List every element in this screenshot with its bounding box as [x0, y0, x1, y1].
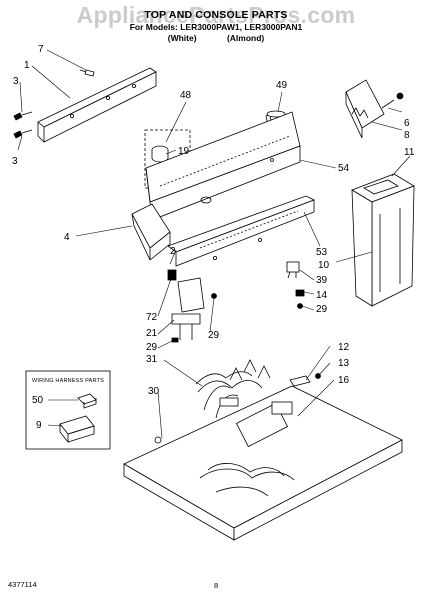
console-panel-drawing: [145, 111, 301, 221]
rear-bracket-drawing: [37, 67, 157, 143]
callout-19: 19: [178, 146, 190, 157]
page-number: 8: [214, 581, 219, 590]
color-variants: (White) (Almond): [0, 33, 432, 43]
control-housing-drawing: [351, 173, 415, 307]
leader-lines: [17, 49, 411, 439]
lower-rail-drawing: [167, 195, 315, 267]
wiring-harness-drawing: [195, 359, 271, 419]
inset-parts-drawing: [59, 393, 97, 444]
callout-8: 8: [404, 130, 410, 141]
top-panel-drawing: [123, 385, 403, 541]
callout-21: 21: [146, 328, 158, 339]
callout-3-lower: 3: [12, 156, 18, 167]
callout-6: 6: [404, 118, 410, 129]
bracket-and-transformer-drawing: [167, 269, 217, 343]
inset-callout-9: 9: [36, 420, 42, 431]
screw-drawings-left: [13, 69, 95, 139]
diagram-title: TOP AND CONSOLE PARTS: [144, 9, 288, 21]
callout-2: 2: [170, 246, 176, 257]
callout-3-upper: 3: [13, 76, 19, 87]
callout-48: 48: [180, 90, 192, 101]
callout-10: 10: [318, 260, 330, 271]
callout-14: 14: [316, 290, 328, 301]
callout-49: 49: [276, 80, 288, 91]
variant-almond: (Almond): [226, 33, 265, 43]
callout-29-left: 29: [146, 342, 158, 353]
callout-31: 31: [146, 354, 158, 365]
model-numbers: For Models: LER3000PAW1, LER3000PAN1: [129, 22, 303, 32]
callout-7: 7: [38, 44, 44, 55]
callout-54: 54: [338, 163, 350, 174]
callout-53: 53: [316, 247, 328, 258]
callout-72: 72: [146, 312, 158, 323]
end-cap-left-drawing: [131, 203, 171, 261]
switch-39-drawing: [286, 261, 305, 309]
inset-box-title: WIRING HARNESS PARTS: [32, 378, 104, 384]
callout-11: 11: [404, 147, 415, 158]
callout-13: 13: [338, 358, 350, 369]
callout-16: 16: [338, 375, 350, 386]
callout-12: 12: [338, 342, 350, 353]
callout-1: 1: [24, 60, 30, 71]
end-cap-right-drawing: [345, 79, 404, 139]
inset-callout-50: 50: [32, 395, 44, 406]
callout-39: 39: [316, 275, 328, 286]
callout-4: 4: [64, 232, 70, 243]
callout-numbers: 7 1 3 3 48 19 49 6 8 11 54 4 2 53 10 39 …: [12, 44, 415, 431]
variant-white: (White): [167, 33, 197, 43]
small-parts-right-drawing: [289, 373, 321, 387]
callout-29-center: 29: [208, 330, 220, 341]
callout-29-right: 29: [316, 304, 328, 315]
document-part-number: 4377114: [8, 580, 37, 589]
callout-30: 30: [148, 386, 160, 397]
